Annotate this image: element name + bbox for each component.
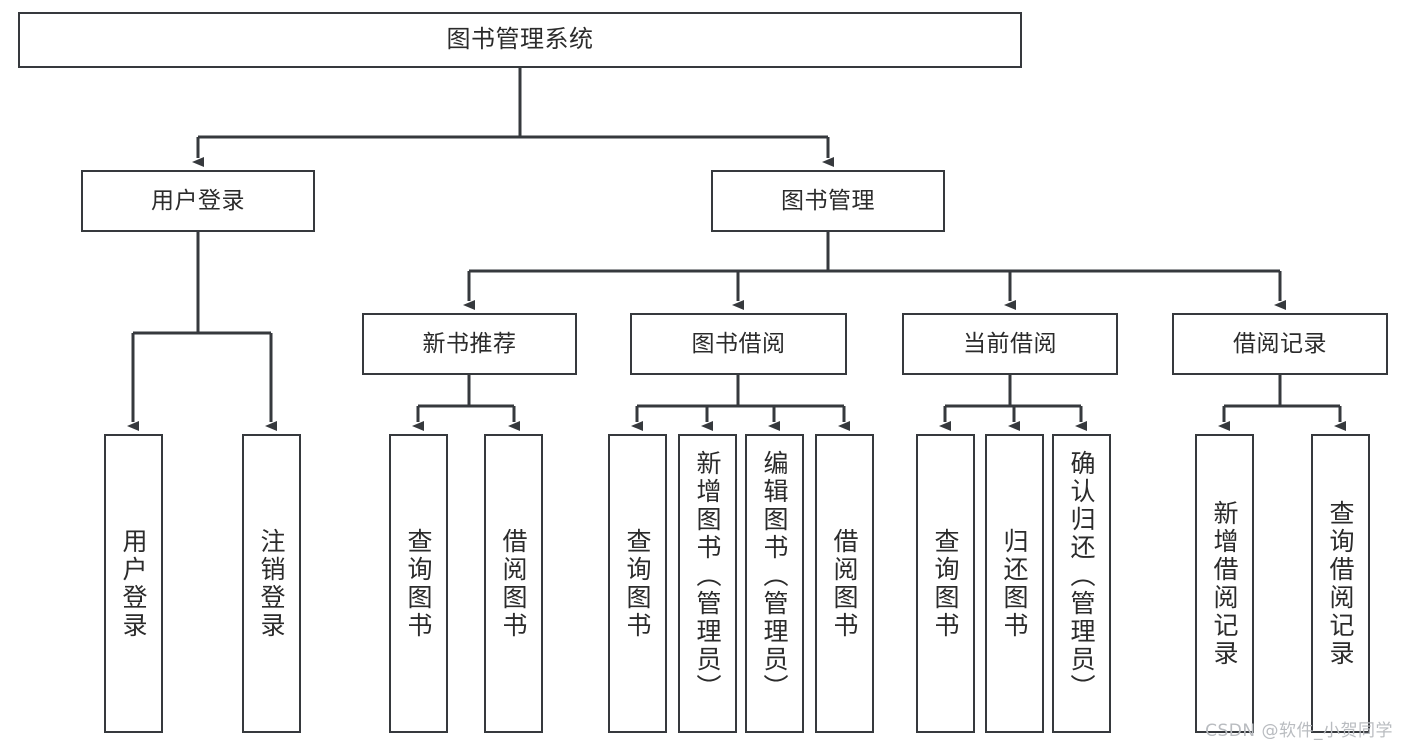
node-label: 图书借阅: [691, 330, 786, 357]
node-new-book-recommend[interactable]: 新书推荐: [362, 313, 577, 375]
leaf-borrow-book[interactable]: 借阅图书: [815, 434, 874, 733]
node-label: 图书管理: [781, 187, 875, 214]
leaf-query-book-borrow[interactable]: 查询图书: [608, 434, 667, 733]
node-label: 查询图书: [931, 527, 960, 640]
leaf-add-borrow-record[interactable]: 新增借阅记录: [1195, 434, 1254, 733]
node-label: 借阅图书: [830, 527, 859, 640]
leaf-borrow-book-recommend[interactable]: 借阅图书: [484, 434, 543, 733]
leaf-logout-login[interactable]: 注销登录: [242, 434, 301, 733]
node-current-borrow[interactable]: 当前借阅: [902, 313, 1118, 375]
leaf-query-book-current[interactable]: 查询图书: [916, 434, 975, 733]
leaf-confirm-return-admin[interactable]: 确认归还（管理员）: [1052, 434, 1111, 733]
node-label: 编辑图书（管理员）: [760, 450, 789, 702]
node-label: 图书管理系统: [446, 25, 594, 54]
node-label: 借阅记录: [1233, 330, 1327, 357]
node-label: 用户登录: [151, 187, 245, 214]
csdn-watermark: CSDN @软件_小贺同学: [1205, 721, 1393, 741]
node-label: 新书推荐: [422, 330, 517, 357]
node-label: 确认归还（管理员）: [1067, 450, 1096, 702]
node-label: 归还图书: [1000, 527, 1029, 640]
leaf-query-book-recommend[interactable]: 查询图书: [389, 434, 448, 733]
node-label: 注销登录: [257, 527, 286, 640]
node-root-system[interactable]: 图书管理系统: [18, 12, 1022, 68]
node-label: 查询借阅记录: [1326, 499, 1355, 668]
node-label: 借阅图书: [499, 527, 528, 640]
node-label: 新增借阅记录: [1210, 499, 1239, 668]
node-label: 新增图书（管理员）: [693, 450, 722, 702]
node-user-login[interactable]: 用户登录: [81, 170, 315, 232]
node-borrow-record[interactable]: 借阅记录: [1172, 313, 1388, 375]
leaf-return-book[interactable]: 归还图书: [985, 434, 1044, 733]
node-label: 查询图书: [404, 527, 433, 640]
node-label: 用户登录: [119, 527, 148, 640]
leaf-query-borrow-record[interactable]: 查询借阅记录: [1311, 434, 1370, 733]
node-book-borrow[interactable]: 图书借阅: [630, 313, 847, 375]
node-label: 查询图书: [623, 527, 652, 640]
leaf-user-login[interactable]: 用户登录: [104, 434, 163, 733]
leaf-edit-book-admin[interactable]: 编辑图书（管理员）: [745, 434, 804, 733]
leaf-add-book-admin[interactable]: 新增图书（管理员）: [678, 434, 737, 733]
node-book-management[interactable]: 图书管理: [711, 170, 945, 232]
node-label: 当前借阅: [963, 330, 1057, 357]
